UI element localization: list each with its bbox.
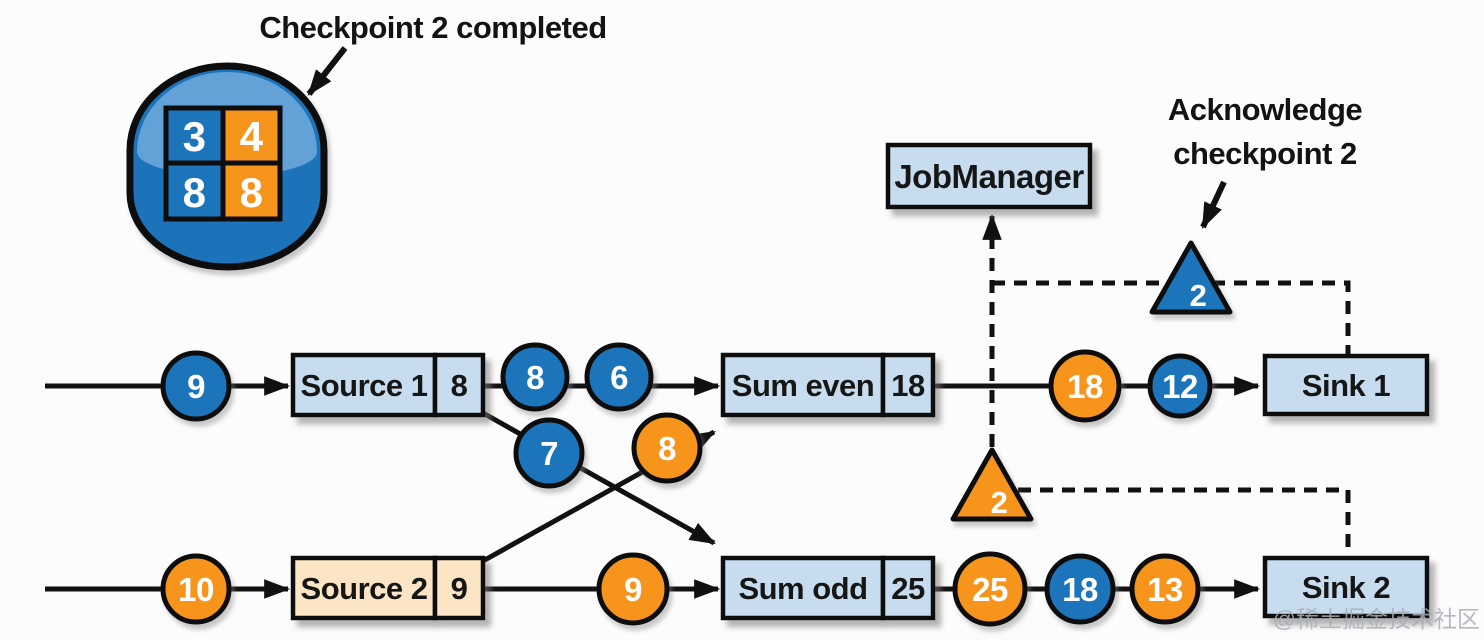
barrier-even-value: 2 — [1190, 278, 1207, 313]
record-circle: 18 — [1044, 553, 1116, 625]
checkpoint-completed-arrow — [306, 46, 348, 96]
barrier-odd-value: 2 — [991, 485, 1008, 520]
record-circle: 7 — [513, 417, 585, 489]
sum-even-state-cell — [880, 352, 936, 418]
odd-pipeline: 10 Source 2 9 9 Sum odd 25 25 18 — [45, 551, 1430, 627]
record-value: 10 — [178, 571, 214, 608]
checkpoint-cell-value: 8 — [240, 169, 263, 216]
acknowledge-arrow — [1200, 180, 1227, 229]
record-value: 12 — [1162, 368, 1198, 405]
sum-odd-state-value: 25 — [891, 571, 925, 606]
barrier-dashed-line-odd — [1018, 487, 1351, 556]
checkpoint-cell-even-source — [163, 105, 226, 166]
source1-box: Source 1 8 — [290, 352, 486, 418]
even-pipeline: 9 Source 1 8 8 6 Sum even 18 18 — [45, 342, 1430, 423]
barrier-dashed-line-even — [992, 280, 1351, 354]
record-circle: 6 — [584, 342, 654, 412]
barrier-triangle-even: 2 — [1149, 240, 1233, 315]
record-circle: 10 — [160, 553, 232, 625]
record-value: 18 — [1062, 571, 1098, 608]
checkpoint-store-icon: 3 4 8 8 — [126, 62, 328, 271]
barrier-triangle-odd: 2 — [950, 447, 1034, 522]
record-value: 9 — [187, 368, 205, 405]
record-circle: 8 — [500, 342, 570, 412]
jobmanager-label: JobManager — [894, 158, 1084, 195]
acknowledge-label-line2: checkpoint 2 — [1173, 136, 1357, 171]
barrier-triangle-even-shape — [1149, 240, 1233, 315]
watermark: @稀土掘金技术社区 — [1273, 606, 1480, 632]
source1-state-value: 8 — [451, 368, 468, 403]
sink1-box: Sink 1 — [1262, 353, 1430, 417]
sum-even-label: Sum even — [732, 368, 874, 403]
checkpoint-completed-label: Checkpoint 2 completed — [259, 10, 606, 45]
sink1-label: Sink 1 — [1302, 368, 1391, 403]
sum-odd-label: Sum odd — [738, 571, 867, 606]
record-circle: 25 — [952, 551, 1028, 627]
source2-label: Source 2 — [301, 571, 428, 606]
record-circle: 13 — [1129, 553, 1201, 625]
record-circle: 8 — [631, 412, 703, 484]
barrier-triangle-odd-shape — [950, 447, 1034, 522]
sink2-rect — [1262, 555, 1430, 619]
source2-box: Source 2 9 — [290, 555, 486, 621]
record-circle: 9 — [160, 350, 232, 422]
jobmanager-rect — [885, 142, 1093, 210]
sum-even-box: Sum even 18 — [720, 352, 936, 418]
checkpoint-cell-odd-source — [220, 105, 283, 166]
source1-rect — [290, 352, 438, 418]
checkpoint-cell-odd-sum — [220, 160, 283, 222]
record-circle: 18 — [1048, 349, 1122, 423]
record-value: 7 — [540, 435, 558, 472]
sum-even-state-value: 18 — [891, 368, 925, 403]
sum-odd-state-cell — [880, 555, 936, 621]
record-circle: 9 — [596, 552, 670, 626]
record-circle: 12 — [1147, 353, 1213, 419]
record-value: 8 — [526, 359, 544, 396]
sink2-label: Sink 2 — [1302, 570, 1390, 605]
jobmanager-box: JobManager — [885, 142, 1093, 210]
record-value: 25 — [972, 571, 1008, 608]
sum-even-rect — [720, 352, 886, 418]
source2-state-cell — [432, 555, 486, 621]
record-value: 6 — [610, 359, 628, 396]
source1-state-cell — [432, 352, 486, 418]
checkpoint-state-grid: 3 4 8 8 — [163, 105, 283, 222]
record-value: 8 — [658, 430, 676, 467]
sum-odd-box: Sum odd 25 — [720, 555, 936, 621]
checkpoint-cell-value: 8 — [183, 169, 206, 216]
sink1-rect — [1262, 353, 1430, 417]
record-value: 18 — [1067, 368, 1103, 405]
checkpoint-cell-value: 3 — [183, 113, 206, 160]
record-value: 13 — [1147, 571, 1183, 608]
checkpoint-cell-value: 4 — [240, 113, 264, 160]
record-value: 9 — [624, 571, 642, 608]
sink2-box: Sink 2 — [1262, 555, 1430, 619]
source1-label: Source 1 — [301, 368, 428, 403]
source2-state-value: 9 — [451, 571, 468, 606]
acknowledge-label-line1: Acknowledge — [1168, 92, 1363, 127]
